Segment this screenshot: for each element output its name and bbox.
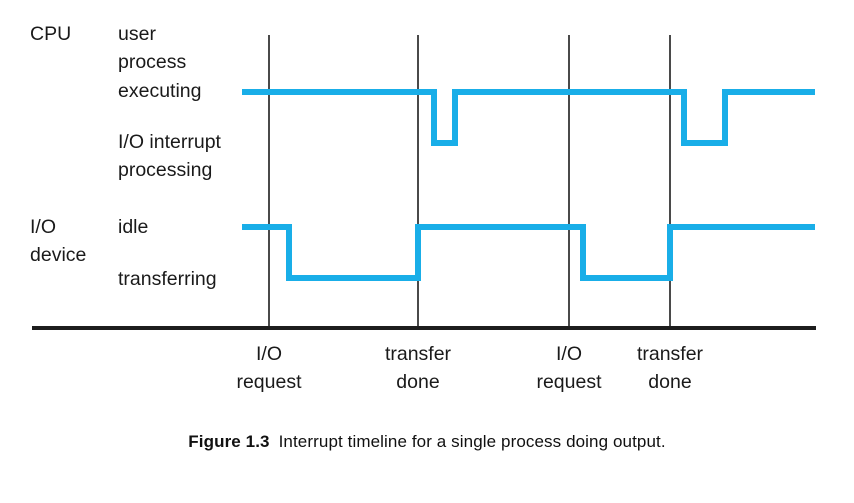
row-label-io-line-2: device: [30, 244, 86, 266]
event-label-io-request-1-line-2: request: [236, 371, 302, 393]
cpu-state-high-line-2: process: [118, 51, 187, 73]
cpu-state-high-line-3: executing: [118, 80, 201, 102]
io-state-low-label: transferring: [118, 268, 217, 290]
io-signal-waveform: [242, 224, 815, 281]
event-label-transfer-done-1-line-1: transfer: [385, 343, 452, 365]
event-label-io-request-1-line-1: I/O: [256, 343, 282, 365]
row-label-cpu: CPU: [30, 23, 71, 45]
figure-caption-text: Interrupt timeline for a single process …: [278, 432, 666, 451]
event-label-io-request-2-line-2: request: [536, 371, 602, 393]
io-state-high-label: idle: [118, 216, 148, 238]
cpu-state-low-line-2: processing: [118, 159, 212, 181]
figure-caption-label: Figure 1.3: [188, 432, 270, 451]
event-label-transfer-done-2-line-1: transfer: [637, 343, 704, 365]
row-label-io-line-1: I/O: [30, 216, 56, 238]
figure-caption: Figure 1.3 Interrupt timeline for a singl…: [0, 432, 854, 452]
event-label-io-request-2-line-1: I/O: [556, 343, 582, 365]
cpu-state-high-line-1: user: [118, 23, 156, 45]
cpu-state-low-line-1: I/O interrupt: [118, 131, 222, 153]
event-label-transfer-done-1-line-2: done: [396, 371, 439, 393]
event-label-transfer-done-2-line-2: done: [648, 371, 691, 393]
cpu-signal-waveform: [242, 89, 815, 146]
